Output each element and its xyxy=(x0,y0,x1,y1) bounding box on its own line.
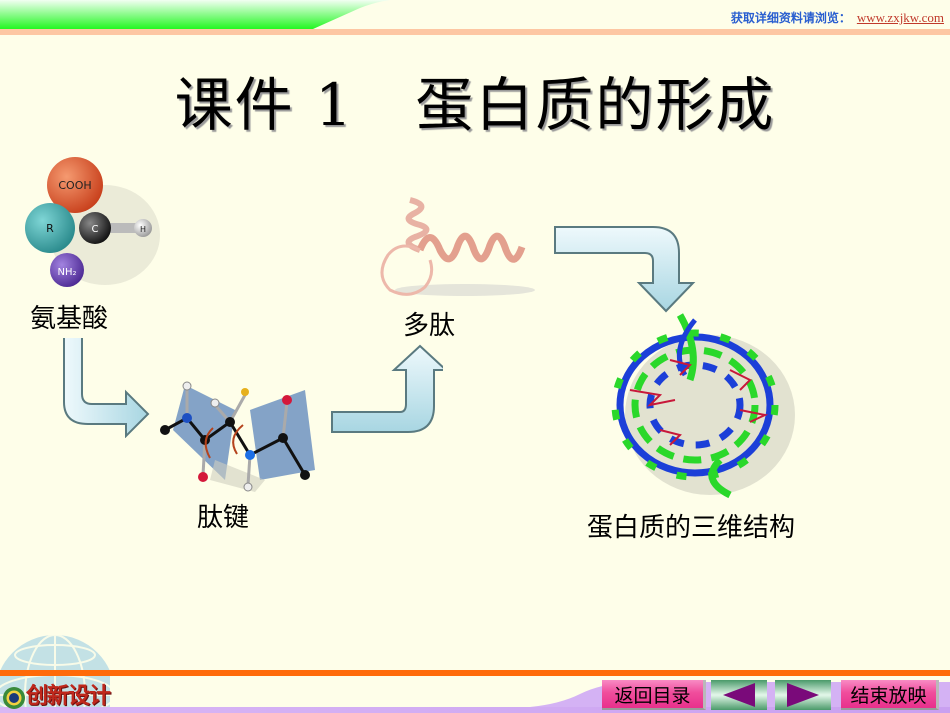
svg-text:C: C xyxy=(92,224,99,235)
amino-acid-molecule-image: COOH R C H NH₂ xyxy=(25,157,160,287)
svg-text:H: H xyxy=(140,225,146,234)
protein-3d-structure-label: 蛋白质的三维结构 xyxy=(587,513,796,543)
flow-arrow-down-right xyxy=(63,338,150,438)
header-divider xyxy=(0,29,950,35)
footer-divider xyxy=(0,670,950,676)
previous-arrow-icon xyxy=(723,683,755,707)
logo: 创新设计 xyxy=(2,678,111,710)
slide-title: 课件 1 蛋白质的形成 xyxy=(174,71,776,139)
logo-text: 创新设计 xyxy=(26,683,111,709)
back-to-toc-label: 返回目录 xyxy=(614,684,691,707)
svg-text:R: R xyxy=(46,222,54,235)
green-banner-graphic xyxy=(0,0,390,29)
back-to-toc-button[interactable]: 返回目录 xyxy=(602,680,706,710)
next-arrow-icon xyxy=(787,683,819,707)
footer-band xyxy=(0,707,950,713)
svg-text:NH₂: NH₂ xyxy=(57,267,76,278)
logo-emblem-icon xyxy=(3,687,25,709)
end-show-label: 结束放映 xyxy=(850,684,927,707)
flow-arrow-right-up xyxy=(331,344,443,433)
top-banner: 获取详细资料请浏览： www.zxjkw.com xyxy=(0,0,950,29)
polypeptide-label: 多肽 xyxy=(403,311,456,341)
amino-acid-label: 氨基酸 xyxy=(30,304,109,334)
peptide-bond-label: 肽键 xyxy=(197,503,250,533)
peptide-bond-image xyxy=(160,381,315,492)
promo-url-link[interactable]: www.zxjkw.com xyxy=(856,10,944,25)
next-slide-button[interactable] xyxy=(775,680,831,710)
previous-slide-button[interactable] xyxy=(711,680,767,710)
polypeptide-ribbon-image xyxy=(380,197,535,296)
promo-label: 获取详细资料请浏览： xyxy=(730,11,851,25)
flow-arrow-right-down xyxy=(554,226,696,313)
end-show-button[interactable]: 结束放映 xyxy=(841,680,939,710)
promo-link-area: 获取详细资料请浏览： www.zxjkw.com xyxy=(731,9,944,26)
protein-3d-structure-image xyxy=(611,313,795,499)
svg-text:COOH: COOH xyxy=(58,179,91,192)
